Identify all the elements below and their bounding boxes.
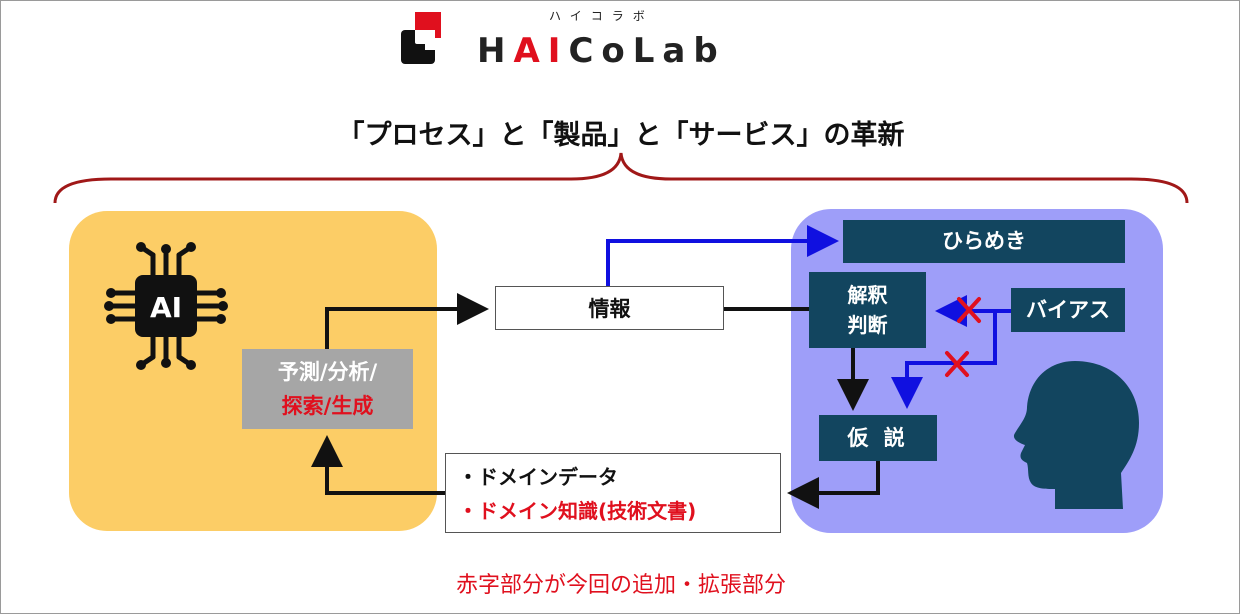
logo-ruby: ハイコラボ <box>549 9 654 23</box>
logo-mark-icon <box>401 12 441 64</box>
interpretation-line: 解釈 <box>847 283 888 307</box>
curly-brace <box>53 152 1189 204</box>
ai-chip-icon: AI <box>104 242 228 370</box>
domain-box: ・ドメインデータ ・ドメイン知識(技術文書) <box>445 453 781 533</box>
predict-line-2: 探索/生成 <box>281 394 374 418</box>
interpretation-judgment-box: 解釈 判断 <box>809 272 926 348</box>
judgment-line: 判断 <box>847 313 888 337</box>
logo-text-h: H <box>477 31 514 71</box>
predict-line-1: 予測/分析/ <box>277 360 378 384</box>
hirameki-box: ひらめき <box>843 220 1125 263</box>
info-box: 情報 <box>495 286 724 330</box>
domain-knowledge-item: ・ドメイン知識(技術文書) <box>458 499 697 523</box>
logo-text: HAICoLab <box>477 31 726 71</box>
footnote: 赤字部分が今回の追加・拡張部分 <box>455 573 786 598</box>
bias-box: バイアス <box>1011 288 1125 332</box>
human-head-icon <box>1013 361 1139 509</box>
headline: 「プロセス」と「製品」と「サービス」の革新 <box>337 120 905 151</box>
logo-text-ai: AI <box>513 31 569 71</box>
hypothesis-box: 仮 説 <box>819 415 937 461</box>
ai-chip-label: AI <box>150 291 182 324</box>
logo-text-colab: CoLab <box>568 31 726 71</box>
domain-data-item: ・ドメインデータ <box>458 465 618 489</box>
predict-analysis-box: 予測/分析/ 探索/生成 <box>242 349 413 429</box>
